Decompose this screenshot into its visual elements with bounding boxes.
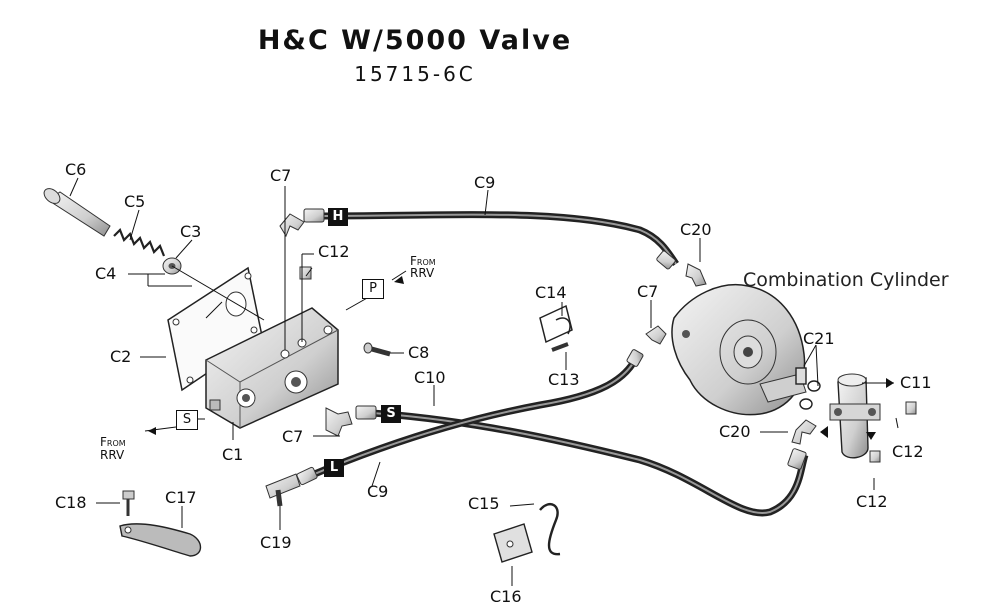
callout-c17: C17 xyxy=(165,488,197,507)
hose-c9-top xyxy=(321,211,679,266)
hose-c9-bottom xyxy=(303,356,640,482)
combination-cylinder-label: Combination Cylinder xyxy=(743,269,949,291)
callout-c16: C16 xyxy=(490,587,522,606)
callout-c19: C19 xyxy=(260,533,292,552)
hose-fittings xyxy=(296,208,807,486)
arrow-head-from-rrv-left xyxy=(148,427,156,435)
arrow-head-c20 xyxy=(820,426,828,438)
note-from-rrv-top-line1: From xyxy=(410,254,436,268)
strap-c17 xyxy=(119,523,202,557)
elbow-c20-top xyxy=(685,263,707,287)
combination-cylinder xyxy=(671,284,807,416)
note-from-rrv-top-line2: RRV xyxy=(410,266,435,280)
callout-c13: C13 xyxy=(548,370,580,389)
plug-c12-top xyxy=(299,266,312,280)
callout-c4: C4 xyxy=(95,264,117,283)
elbow-c7-right xyxy=(645,325,667,345)
callout-c21: C21 xyxy=(803,329,835,348)
hook-c15 xyxy=(539,503,561,556)
hose-tag-h: H xyxy=(328,208,348,226)
leader-lines xyxy=(69,177,899,586)
screw-c8 xyxy=(363,342,391,357)
callout-c18: C18 xyxy=(55,493,87,512)
hose-tag-s: S xyxy=(381,405,401,423)
hose-c10 xyxy=(371,409,809,517)
callout-c5: C5 xyxy=(124,192,146,211)
callout-c20-bottom: C20 xyxy=(719,422,751,441)
callout-c7-bottom: C7 xyxy=(282,427,304,446)
arrow-head-c11-right xyxy=(886,378,894,388)
callout-c9-top: C9 xyxy=(474,173,496,192)
bolt-c18 xyxy=(122,490,135,516)
hose-tag-l: L xyxy=(324,459,344,477)
callout-c12-top: C12 xyxy=(318,242,350,261)
callout-c10: C10 xyxy=(414,368,446,387)
note-from-rrv-left-line1: From xyxy=(100,435,126,449)
callout-c12-right: C12 xyxy=(892,442,924,461)
port-box-s: S xyxy=(176,410,198,430)
seal-rings-c21 xyxy=(795,367,821,410)
bracket-c14 xyxy=(539,304,573,344)
callout-c8: C8 xyxy=(408,343,430,362)
elbow-c20-bottom xyxy=(791,419,817,445)
callout-c1: C1 xyxy=(222,445,244,464)
bracket-c16 xyxy=(493,523,533,563)
part-number: 15715-6C xyxy=(354,62,476,86)
callout-c15: C15 xyxy=(468,494,500,513)
callout-c9-bottom: C9 xyxy=(367,482,389,501)
spring-c5 xyxy=(113,228,166,257)
port-box-p: P xyxy=(362,279,384,299)
elbow-c7-bottom xyxy=(325,407,353,437)
callout-c20-top: C20 xyxy=(680,220,712,239)
note-from-rrv-left-line2: RRV xyxy=(100,448,125,462)
callout-c14: C14 xyxy=(535,283,567,302)
callout-c11: C11 xyxy=(900,373,932,392)
plunger-c6 xyxy=(43,188,111,237)
page-title: H&C W/5000 Valve xyxy=(257,25,573,56)
plug-c12-right xyxy=(905,401,917,415)
callout-c2: C2 xyxy=(110,347,132,366)
tee-fitting-c19 xyxy=(265,473,301,507)
valve-body-c1 xyxy=(205,307,339,429)
arrow-head-from-rrv-top xyxy=(394,276,404,284)
callout-c12-bottom: C12 xyxy=(856,492,888,511)
screw-c13 xyxy=(551,342,569,352)
callout-c7-top: C7 xyxy=(270,166,292,185)
plug-c12-bottom xyxy=(869,450,881,463)
gasket-c2 xyxy=(167,266,263,392)
arrow-head-c11 xyxy=(866,432,876,440)
callout-c6: C6 xyxy=(65,160,87,179)
callout-c3: C3 xyxy=(180,222,202,241)
valve-c11 xyxy=(829,373,881,459)
flow-arrows xyxy=(148,276,894,440)
elbow-c7-top xyxy=(279,213,305,238)
callout-c7-right: C7 xyxy=(637,282,659,301)
